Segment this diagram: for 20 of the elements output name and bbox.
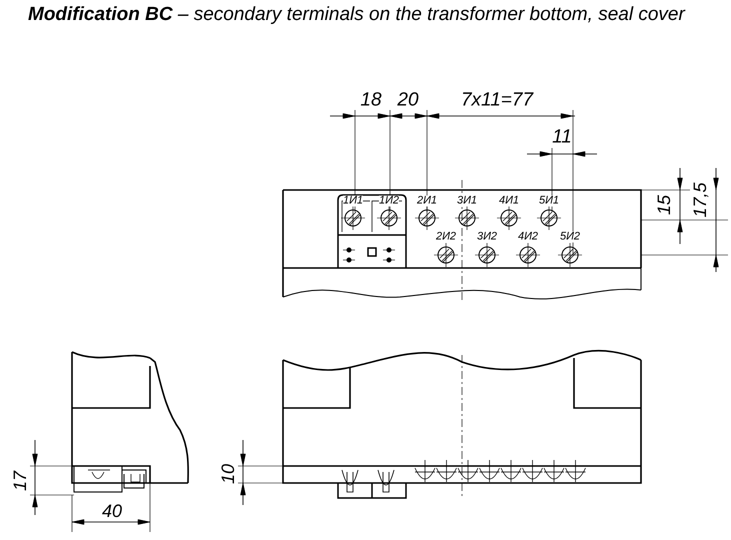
terminal-label: 3И2	[476, 232, 498, 242]
dimension-value: 7x11=77	[460, 90, 534, 110]
terminal-label: 2И1	[416, 196, 438, 206]
drawing-title: Modification BC – secondary terminals on the transformer bottom, seal cover	[28, 4, 685, 26]
terminal-label: 2И2	[436, 232, 456, 242]
terminal-label: 5И1	[538, 196, 560, 206]
terminal-label: 1И2	[378, 196, 400, 206]
dimension-value: 18	[360, 90, 382, 110]
dimension-value: 40	[102, 502, 122, 520]
terminal-label: 3И1	[456, 196, 478, 206]
terminal-label: 1И1	[342, 196, 364, 206]
dimension-value: 11	[552, 128, 572, 146]
dimension-value: 15	[655, 194, 673, 216]
dimension-value: 17,5	[691, 182, 709, 218]
terminal-label: 5И2	[560, 232, 580, 242]
dimension-value: 20	[397, 90, 419, 110]
terminal-label: 4И2	[518, 232, 538, 242]
terminal-label: 4И1	[498, 196, 520, 206]
dimension-value: 10	[219, 464, 237, 484]
dimension-value: 17	[11, 470, 29, 492]
